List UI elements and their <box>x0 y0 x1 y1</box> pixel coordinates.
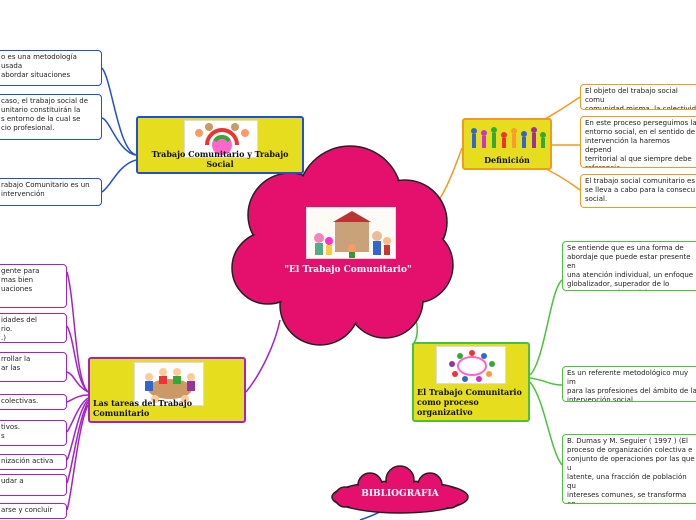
tareas-item-2: idades del rio. .) <box>0 313 67 343</box>
bibliography-title: BIBLIOGRAFIA <box>361 489 439 499</box>
topic-definicion[interactable]: Definición <box>462 118 552 170</box>
topic-tareas-label: Las tareas del Trabajo Comunitario <box>93 398 193 418</box>
people-group-illustration <box>468 123 548 157</box>
definicion-item-1: El objeto del trabajo social comu comuni… <box>580 84 696 110</box>
topic-definicion-label: Definición <box>484 155 530 165</box>
central-topic-title: "El Trabajo Comunitario" <box>284 265 412 275</box>
social-item-2: caso, el trabajo social de unitario cons… <box>0 94 102 140</box>
social-item-1: o es una metodología usada abordar situa… <box>0 50 102 86</box>
team-hands-illustration <box>184 120 258 158</box>
tareas-item-4: colectivas. <box>0 394 67 410</box>
topic-proceso-label: El Trabajo Comunitario como proceso orga… <box>417 387 522 417</box>
central-community-illustration <box>306 207 396 259</box>
topic-trabajo-social[interactable]: Trabajo Comunitario y Trabajo Social <box>136 116 304 174</box>
proceso-item-1: Se entiende que es una forma de abordaje… <box>562 241 696 291</box>
topic-tareas[interactable]: Las tareas del Trabajo Comunitario <box>88 357 246 423</box>
definicion-item-2: En este proceso perseguimos la entorno s… <box>580 116 696 168</box>
topic-trabajo-social-label: Trabajo Comunitario y Trabajo Social <box>151 149 289 169</box>
meeting-table-illustration <box>134 362 204 406</box>
social-item-3: rabajo Comunitario es un intervención <box>0 178 102 206</box>
tareas-item-8: arse y concluir <box>0 503 67 519</box>
proceso-item-3: B. Dumas y M. Seguier ( 1997 ) (El proce… <box>562 434 696 504</box>
tareas-item-7: udar a <box>0 474 67 496</box>
tareas-item-1: gente para mas bien uaciones <box>0 264 67 308</box>
topic-proceso-organizativo[interactable]: El Trabajo Comunitario como proceso orga… <box>412 342 530 422</box>
proceso-item-2: Es un referente metodológico muy im para… <box>562 366 696 402</box>
definicion-item-3: El trabajo social comunitario es se llev… <box>580 174 696 208</box>
circle-of-people-illustration <box>436 346 506 384</box>
tareas-item-6: nización activa <box>0 454 67 470</box>
tareas-item-3: rrollar la ar las <box>0 352 67 382</box>
tareas-item-5: tivos. s <box>0 420 67 446</box>
